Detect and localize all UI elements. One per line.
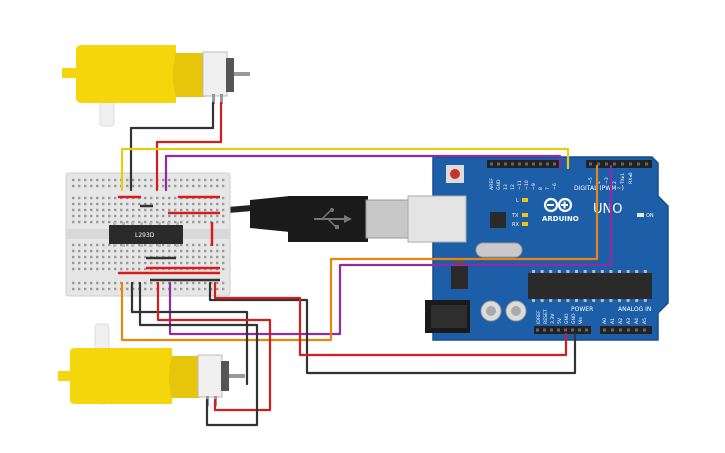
analog-pin-label-2: A2 (618, 318, 624, 324)
power-pin-label-4: GND (564, 313, 570, 324)
digital-pin-label-6: ~9 (531, 183, 537, 190)
analog-pin-label-1: A1 (610, 318, 616, 324)
digital-pin-label-7: 8 (538, 187, 544, 190)
wire-black-breadboard-1[interactable] (130, 281, 249, 386)
reset-button-cap (450, 169, 460, 179)
usb-plug-strain-relief (250, 196, 290, 232)
arduino-logo-text: ARDUINO (542, 215, 579, 223)
analog-pin-label-4: A4 (634, 318, 640, 324)
arduino-model: UNO (593, 202, 622, 217)
wire-motor-bottom-red[interactable] (156, 281, 272, 412)
motor-bottom-axle-cap (58, 371, 74, 381)
usb-cable-wire (225, 205, 255, 213)
power-pin-label-0: IOREF (536, 310, 542, 324)
digital-pin-label-0: AREF (489, 178, 495, 190)
wire-motor-bottom-black[interactable] (138, 281, 259, 427)
motor-top-gearbox (76, 45, 176, 103)
power-pin-label-2: 3.3V (550, 313, 556, 324)
digital-pin-label-9: ~6 (552, 183, 558, 190)
motor-bottom-rotor-shaft (229, 374, 245, 378)
dc-motor-top[interactable] (62, 45, 250, 127)
motor-top-can (202, 51, 228, 97)
digital-header-left (487, 160, 559, 168)
motor-bottom-can (197, 354, 223, 398)
led-rx-label: RX (512, 222, 519, 228)
motor-top-axle-cap (62, 68, 78, 78)
l293d-label: L293D (135, 232, 155, 239)
power-pin-label-5: GND (571, 313, 577, 324)
on-led (637, 213, 644, 217)
wire-motor-top-black[interactable] (129, 101, 215, 192)
digital-pin-label-r-0: ~5 (588, 177, 594, 184)
analog-header-label: ANALOG IN (618, 306, 651, 313)
power-header (534, 326, 591, 334)
digital-pin-label-2: 13 (503, 184, 509, 190)
wire-purple-top[interactable] (164, 154, 562, 192)
motor-top-neck (173, 53, 205, 97)
motor-bottom-neck (169, 356, 200, 398)
wire-motor-top-red[interactable] (155, 101, 223, 192)
power-header-label: POWER (571, 306, 593, 313)
led-l-label: L (516, 198, 519, 204)
motor-bottom-gearbox (70, 348, 172, 404)
atmega-chip (528, 273, 652, 299)
wire-black-gnd[interactable] (208, 281, 577, 375)
wire-yellow-signal[interactable] (120, 147, 570, 192)
digital-pin-label-4: ~11 (517, 180, 523, 190)
motor-bottom-endcap (221, 361, 229, 391)
digital-pin-label-8: 7 (545, 187, 551, 190)
digital-pin-label-1: GND (496, 179, 502, 190)
digital-pin-label-5: ~10 (524, 180, 530, 190)
dc-motor-bottom[interactable] (58, 323, 245, 406)
usb-icon (314, 208, 352, 229)
analog-pin-label-5: A5 (642, 318, 648, 324)
motor-top-rotor-shaft (234, 72, 250, 76)
wire-orange[interactable] (120, 164, 599, 342)
digital-pin-label-3: 12 (510, 184, 516, 190)
digital-pin-label-r-1: 4 (596, 181, 602, 184)
wire-red-5v[interactable] (213, 281, 568, 357)
digital-pin-label-r-4: TX▸1 (620, 173, 626, 185)
digital-header-label: DIGITAL (PWM~) (574, 185, 624, 192)
power-pin-label-3: 5V (557, 317, 563, 324)
usb-plug-metal (365, 199, 409, 239)
breadboard[interactable]: L293D (65, 172, 231, 297)
usb-chip (490, 212, 506, 228)
crystal-oscillator (475, 242, 523, 258)
usb-cable[interactable] (225, 195, 467, 243)
analog-pin-label-0: A0 (602, 318, 608, 324)
breadboard-jumpers (118, 195, 220, 282)
voltage-regulator (451, 265, 468, 289)
led-rx (522, 222, 528, 226)
digital-pin-label-r-3: 2 (612, 181, 618, 184)
motor-top-endcap (226, 58, 234, 92)
analog-pin-label-3: A3 (626, 318, 632, 324)
led-tx (522, 213, 528, 217)
digital-pin-label-r-5: RX◂0 (628, 172, 634, 184)
digital-header-right (586, 160, 652, 168)
led-l (522, 198, 528, 202)
led-tx-label: TX (511, 213, 519, 219)
power-pin-label-6: Vin (578, 317, 584, 324)
analog-header (600, 326, 652, 334)
digital-pin-label-r-2: ~3 (604, 177, 610, 184)
arduino-infinity-icon (543, 197, 573, 213)
power-pin-label-1: RESET (543, 309, 549, 324)
on-led-label: ON (646, 213, 654, 219)
usb-port (407, 195, 467, 243)
wires (120, 101, 613, 427)
l293d-chip[interactable] (109, 225, 183, 244)
